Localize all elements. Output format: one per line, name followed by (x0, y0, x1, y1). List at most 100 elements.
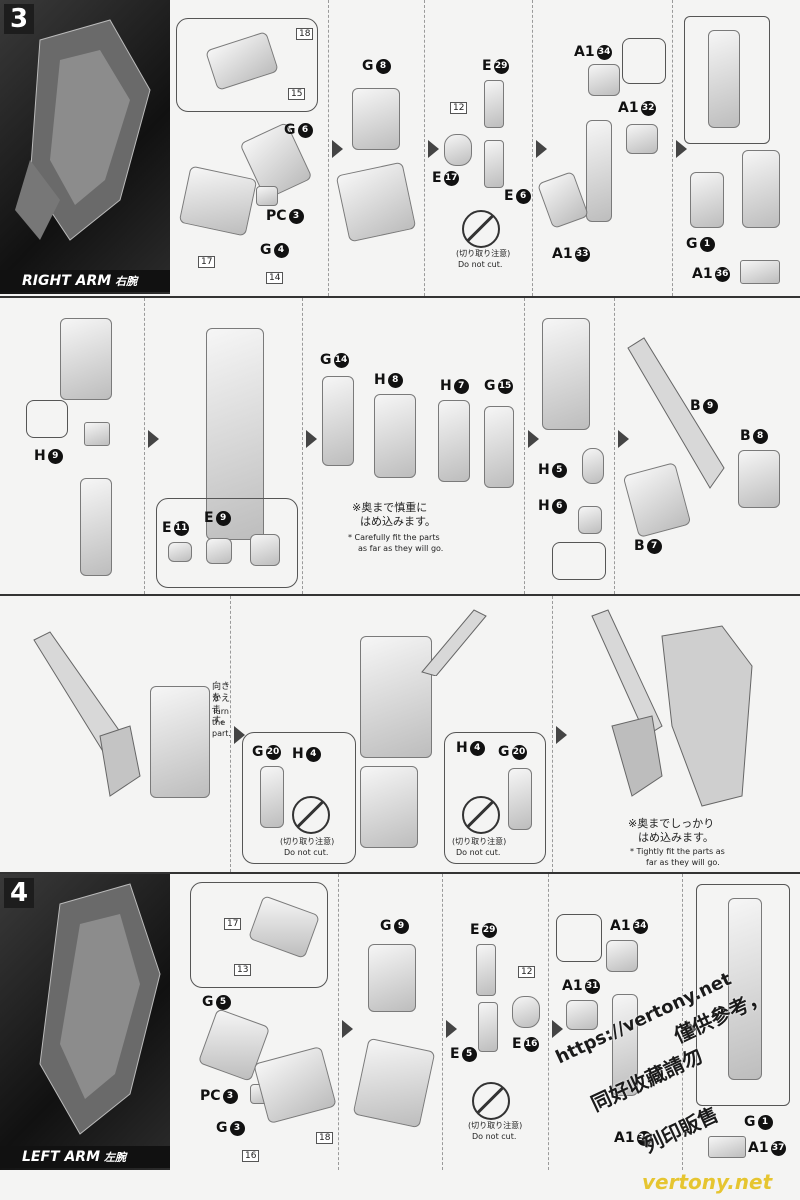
part-h9 (84, 422, 110, 446)
part-forearm-core (586, 120, 612, 222)
sticker-tag: 17 (198, 256, 216, 268)
part-assembled-arm (708, 30, 740, 128)
no-cut-note-jp: (切り取り注意) (280, 837, 335, 846)
step-arrow (342, 1020, 353, 1038)
part-forearm-turned (150, 686, 210, 798)
part-a134 (588, 64, 620, 96)
fit-note-jp-1: ※奥まで慎重に (352, 501, 428, 514)
part-h6 (578, 506, 602, 534)
part-g8 (352, 88, 400, 150)
part-g1 (690, 172, 724, 228)
part-arm-blade-assembly (360, 636, 432, 758)
step-arrow (234, 726, 245, 744)
part-g15 (484, 406, 514, 488)
watermark-footer: vertony.net (642, 1170, 773, 1194)
part-g3 (253, 1045, 337, 1125)
part-e11 (168, 542, 192, 562)
part-g14 (322, 376, 354, 466)
part-arm-lower-sections (360, 766, 418, 848)
part-e29-left (476, 944, 496, 996)
inset-detail (176, 18, 318, 112)
arm-photo-illustration (15, 19, 151, 241)
part-b8 (738, 450, 780, 508)
sticker-tag: 16 (242, 1150, 260, 1162)
step-arrow (686, 1020, 697, 1038)
part-lower-arm (80, 478, 112, 576)
part-a133 (536, 170, 590, 230)
part-g9 (368, 944, 416, 1012)
part-forearm-complete (542, 318, 590, 430)
step-arrow (556, 726, 567, 744)
part-a137 (708, 1136, 746, 1158)
part-e5 (478, 1002, 498, 1052)
step-arrow (332, 140, 343, 158)
step-arrow (306, 430, 317, 448)
tight-note-jp-1: ※奥までしっかり (628, 817, 715, 830)
blade-tip-illustration (421, 609, 487, 676)
arm-label-jp: 右腕 (115, 275, 138, 288)
turn-note-jp-1: 向きを (212, 682, 231, 703)
step-arrow (446, 1020, 457, 1038)
turn-note-jp-2: かえます。 (212, 694, 231, 726)
arm-label-jp: 左腕 (104, 1151, 127, 1164)
part-assembled-arm-left (728, 898, 762, 1080)
part-a134-left (606, 940, 638, 972)
step-number: 3 (4, 4, 34, 34)
part-e16 (512, 996, 540, 1028)
tight-note-en-1: * Tightly fit the parts as (630, 847, 725, 856)
final-arm-illustration (591, 609, 753, 807)
step-arrow (528, 430, 539, 448)
cell-final-arm: ※奥までしっかり はめ込みます。 * Tightly fit the parts… (552, 596, 800, 872)
blade-attach-illustration (33, 631, 141, 797)
cell-blade-attach: 向きを かえます。 Turn the part. (0, 596, 231, 872)
turn-note-en: Turn the part. (212, 707, 231, 738)
fit-note-en-2: as far as they will go. (358, 544, 444, 553)
inset-h6-detail (552, 542, 606, 580)
part-h8 (374, 394, 416, 478)
part-arm-top (60, 318, 112, 400)
no-cut-icon (462, 210, 500, 248)
step-arrow (536, 140, 547, 158)
part-h7 (438, 400, 470, 482)
part-arm-assembly (206, 328, 264, 540)
no-cut-note-en: Do not cut. (472, 1132, 517, 1141)
no-cut-note-en: Do not cut. (458, 260, 503, 269)
part-hand (250, 534, 280, 566)
sticker-tag: 14 (266, 272, 284, 284)
inset-a134-detail (556, 914, 602, 962)
part-forearm-armor (335, 161, 417, 243)
part-g20a (260, 766, 284, 828)
part-forearm-armor-left (352, 1037, 436, 1129)
